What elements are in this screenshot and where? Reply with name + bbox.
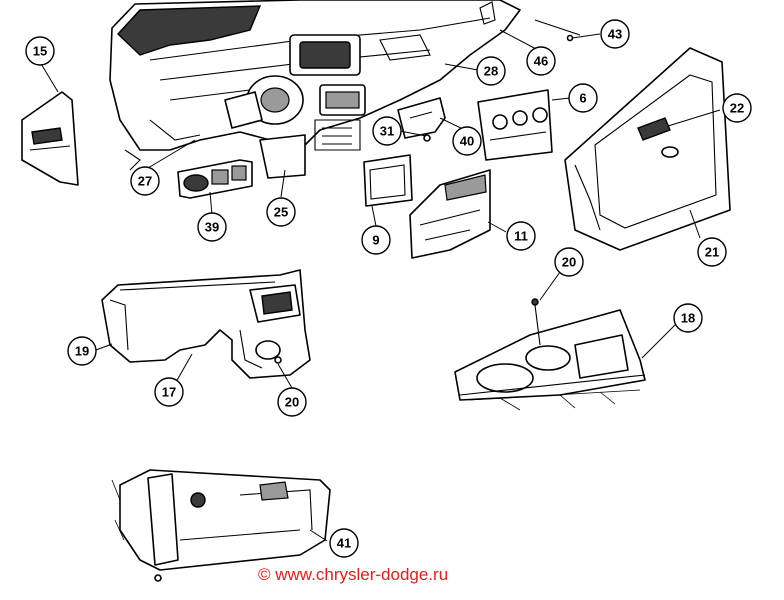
instrument-panel-assembly — [109, 0, 521, 179]
center-console-part-18 — [454, 298, 646, 411]
svg-text:18: 18 — [681, 311, 695, 326]
svg-text:17: 17 — [162, 385, 176, 400]
callout-11: 11 — [506, 221, 536, 251]
callout-28: 28 — [476, 56, 506, 86]
callout-31: 31 — [372, 116, 402, 146]
svg-text:41: 41 — [337, 536, 351, 551]
callout-21: 21 — [697, 237, 727, 267]
svg-text:40: 40 — [460, 134, 474, 149]
callout-17: 17 — [154, 377, 184, 407]
svg-text:46: 46 — [534, 54, 548, 69]
svg-text:6: 6 — [579, 91, 586, 106]
callout-41: 41 — [329, 528, 359, 558]
svg-text:31: 31 — [380, 124, 394, 139]
lower-panel-assembly — [101, 269, 311, 379]
callout-40: 40 — [452, 126, 482, 156]
svg-text:39: 39 — [205, 220, 219, 235]
leader-lines — [39, 29, 721, 542]
callout-22: 22 — [722, 93, 752, 123]
part-9-trim-panel — [363, 154, 413, 207]
callout-39: 39 — [197, 212, 227, 242]
callout-19: 19 — [67, 336, 97, 366]
part-15-end-cap — [21, 91, 79, 186]
part-6-climate-bezel — [477, 89, 553, 161]
callout-27: 27 — [130, 166, 160, 196]
svg-text:28: 28 — [484, 64, 498, 79]
svg-text:25: 25 — [274, 205, 288, 220]
callout-43: 43 — [600, 19, 630, 49]
svg-text:20: 20 — [562, 255, 576, 270]
watermark-text: © www.chrysler-dodge.ru — [258, 565, 448, 584]
svg-text:19: 19 — [75, 344, 89, 359]
callout-25: 25 — [266, 197, 296, 227]
part-21-glove-box — [564, 47, 731, 251]
callout-18: 18 — [673, 303, 703, 333]
callout-20-upper: 20 — [554, 247, 584, 277]
svg-text:22: 22 — [730, 101, 744, 116]
callout-46: 46 — [526, 46, 556, 76]
part-41-lower-trim — [111, 469, 331, 582]
callout-9: 9 — [361, 225, 391, 255]
part-40-bracket — [397, 97, 446, 142]
callout-20-lower: 20 — [277, 387, 307, 417]
svg-text:27: 27 — [138, 174, 152, 189]
callout-6: 6 — [568, 83, 598, 113]
svg-text:21: 21 — [705, 245, 719, 260]
svg-text:11: 11 — [514, 229, 528, 244]
part-11-storage-bin — [409, 169, 491, 259]
callout-15: 15 — [25, 36, 55, 66]
svg-text:9: 9 — [372, 233, 379, 248]
svg-text:15: 15 — [33, 44, 47, 59]
part-39-switch-bezel — [177, 159, 253, 199]
svg-text:43: 43 — [608, 27, 622, 42]
svg-text:20: 20 — [285, 395, 299, 410]
